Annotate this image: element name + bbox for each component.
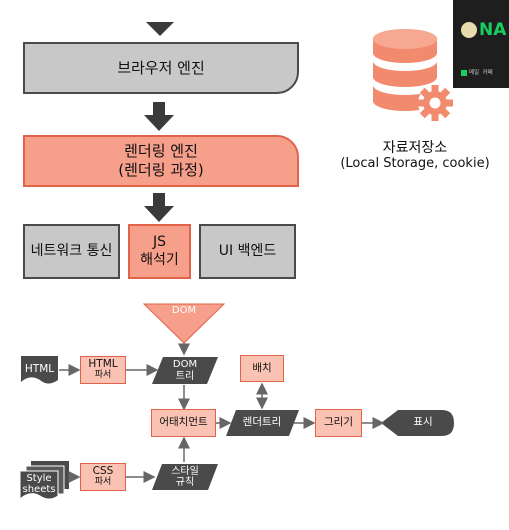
corner-menu: 메일 카페 bbox=[469, 70, 493, 76]
style-rules-shape bbox=[152, 464, 218, 490]
html-parser-label: HTML bbox=[88, 358, 118, 371]
css-parser-label: CSS bbox=[92, 465, 114, 478]
arrow-down-icon bbox=[144, 193, 174, 222]
html-parser-box: HTML 파서 bbox=[80, 356, 126, 384]
arrow-down-icon bbox=[144, 102, 174, 131]
logo-badge bbox=[461, 22, 477, 38]
rendering-engine-label: 렌더링 엔진 bbox=[124, 142, 198, 161]
dom-triangle bbox=[142, 303, 226, 344]
style-rules-text: 스타일 규칙 bbox=[157, 464, 213, 490]
style-rules-label: 스타일 bbox=[171, 465, 199, 477]
style-sheets-shape bbox=[19, 470, 59, 501]
render-tree-text: 렌더트리 bbox=[230, 410, 294, 436]
style-sheets-sublabel: sheets bbox=[22, 484, 56, 495]
display-label: 표시 bbox=[413, 416, 433, 429]
html-document-shape bbox=[21, 356, 58, 384]
storage-subtitle: (Local Storage, cookie) bbox=[340, 156, 490, 171]
style-sheets-label: Style bbox=[26, 473, 52, 484]
html-label: HTML bbox=[24, 363, 55, 375]
paint-box: 그리기 bbox=[315, 409, 362, 437]
mail-icon bbox=[461, 70, 467, 76]
rendering-engine-box: 렌더링 엔진 (렌더링 과정) bbox=[23, 135, 299, 187]
paint-label: 그리기 bbox=[324, 416, 353, 429]
js-interpreter-box: JS 해석기 bbox=[128, 224, 191, 279]
ui-backend-box: UI 백엔드 bbox=[199, 224, 296, 279]
attachment-label: 어태치먼트 bbox=[159, 416, 208, 429]
layout-box: 배치 bbox=[240, 355, 284, 382]
database-gear-icon bbox=[373, 29, 453, 121]
network-box: 네트워크 통신 bbox=[23, 224, 120, 279]
render-tree-label: 렌더트리 bbox=[242, 416, 282, 429]
display-text: 표시 bbox=[396, 410, 450, 436]
attachment-box: 어태치먼트 bbox=[151, 409, 216, 437]
render-tree-shape bbox=[226, 410, 299, 436]
layout-label: 배치 bbox=[252, 361, 272, 374]
css-parser-sublabel: 파서 bbox=[94, 476, 112, 487]
dom-label: DOM bbox=[171, 305, 197, 316]
rendering-engine-sublabel: (렌더링 과정) bbox=[118, 161, 204, 179]
browser-engine-box: 브라우저 엔진 bbox=[23, 42, 299, 94]
corner-thumbnail: NA 메일 카페 bbox=[453, 0, 509, 88]
corner-logo: NA bbox=[479, 20, 507, 40]
ui-backend-label: UI 백엔드 bbox=[218, 242, 277, 259]
display-shape bbox=[381, 410, 454, 436]
browser-engine-label: 브라우저 엔진 bbox=[117, 58, 205, 77]
network-label: 네트워크 통신 bbox=[30, 242, 113, 259]
css-parser-box: CSS 파서 bbox=[80, 463, 126, 491]
dom-tree-shape bbox=[152, 357, 218, 384]
storage-title: 자료저장소 bbox=[382, 140, 448, 156]
style-sheets-text: Style sheets bbox=[20, 472, 58, 496]
style-rules-sublabel: 규칙 bbox=[175, 477, 195, 488]
html-parser-sublabel: 파서 bbox=[94, 369, 112, 380]
top-down-arrow bbox=[146, 22, 174, 36]
js-interpreter-label: 해석기 bbox=[140, 251, 179, 268]
dom-tree-sublabel: 트리 bbox=[175, 370, 195, 382]
dom-tree-text: DOM 트리 bbox=[157, 357, 213, 384]
dom-tree-label: DOM bbox=[172, 359, 198, 370]
js-label: JS bbox=[152, 234, 166, 250]
